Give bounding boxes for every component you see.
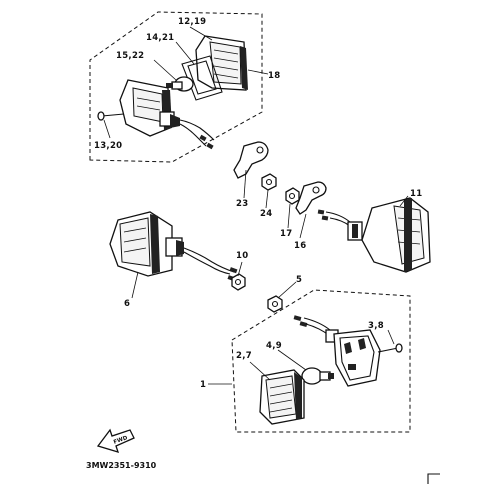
lens-12-19 [195, 35, 248, 91]
group-box-1 [231, 289, 411, 433]
bracket-23 [233, 141, 269, 179]
callout-12-19: 12,19 [178, 17, 206, 27]
callout-23: 23 [236, 199, 248, 209]
bulb-4-9 [301, 367, 334, 385]
callout-5: 5 [296, 275, 302, 285]
lens-2-7 [259, 369, 305, 425]
leader-lines [103, 26, 409, 385]
callout-4-9: 4,9 [266, 341, 282, 351]
housing-rear-left [119, 79, 215, 150]
callout-18: 18 [268, 71, 280, 81]
screw-13-20 [97, 111, 125, 121]
nut-10 [231, 273, 246, 291]
callout-6: 6 [124, 299, 130, 309]
callout-10: 10 [236, 251, 248, 261]
callout-3-8: 3,8 [368, 321, 384, 331]
screw-3-8 [377, 343, 403, 353]
callout-13-20: 13,20 [94, 141, 122, 151]
fwd-label: FWD [113, 435, 129, 446]
flasher-6 [109, 211, 238, 282]
bulb-15-22 [166, 76, 194, 92]
callout-16: 16 [294, 241, 306, 251]
flasher-11 [317, 197, 431, 273]
nut-5 [267, 295, 283, 313]
callout-1: 1 [200, 380, 206, 390]
group-box-18 [89, 11, 263, 163]
nut-17 [285, 187, 300, 205]
housing-front-right [293, 315, 381, 387]
callout-11: 11 [410, 189, 422, 199]
callout-2-7: 2,7 [236, 351, 252, 361]
bracket-16 [295, 181, 327, 215]
callout-24: 24 [260, 209, 272, 219]
fwd-arrow-icon: FWD [96, 428, 135, 453]
callout-15-22: 15,22 [116, 51, 144, 61]
callout-14-21: 14,21 [146, 33, 174, 43]
nut-24 [261, 173, 277, 191]
callout-17: 17 [280, 229, 292, 239]
corner-mark [427, 473, 440, 484]
drawing-code: 3MW2351-9310 [86, 461, 157, 470]
